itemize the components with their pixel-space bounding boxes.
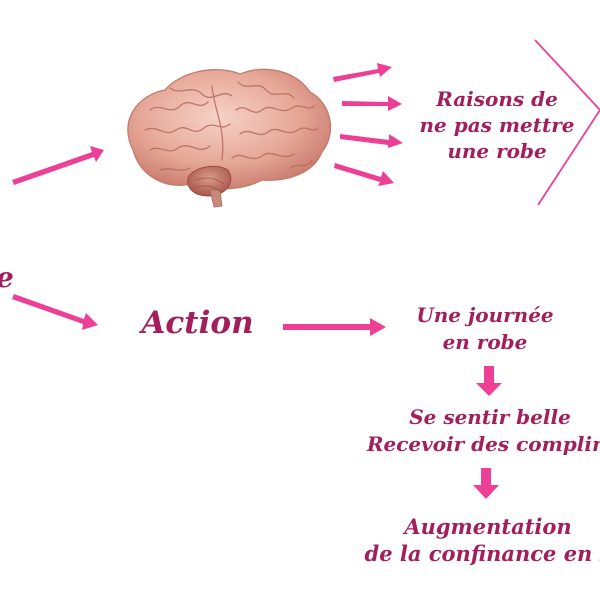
day-line-2: en robe — [442, 330, 528, 354]
arrow-down-1 — [476, 366, 502, 396]
reasons-label: Raisons de ne pas mettre une robe — [402, 86, 592, 164]
arrow-to-brain — [12, 146, 104, 185]
confidence-label: Augmentation de la confinance en s — [338, 513, 600, 567]
arrow-to-action — [12, 294, 98, 330]
arrow-brain-out-2 — [342, 96, 402, 111]
reasons-line-3: une robe — [447, 139, 547, 163]
chevron-right-icon — [534, 39, 600, 206]
arrow-brain-out-4 — [334, 163, 394, 186]
confidence-line-1: Augmentation — [404, 514, 572, 539]
reasons-line-2: ne pas mettre — [419, 113, 575, 137]
confidence-line-2: de la confinance en s — [364, 541, 600, 566]
day-in-dress-label: Une journée en robe — [395, 302, 575, 356]
brain-image — [127, 68, 332, 208]
feel-beautiful-label: Se sentir belle Recevoir des complim — [330, 404, 600, 458]
feel-line-2: Recevoir des complim — [366, 432, 600, 456]
arrow-brain-out-3 — [340, 134, 403, 148]
day-line-1: Une journée — [416, 303, 554, 327]
arrow-down-2 — [473, 468, 499, 499]
arrow-action-to-day — [283, 318, 386, 336]
action-label: Action — [141, 305, 254, 341]
arrow-brain-out-1 — [333, 63, 392, 82]
feel-line-1: Se sentir belle — [409, 405, 571, 429]
reasons-line-1: Raisons de — [436, 87, 558, 111]
left-fragment-label: e — [0, 262, 14, 294]
